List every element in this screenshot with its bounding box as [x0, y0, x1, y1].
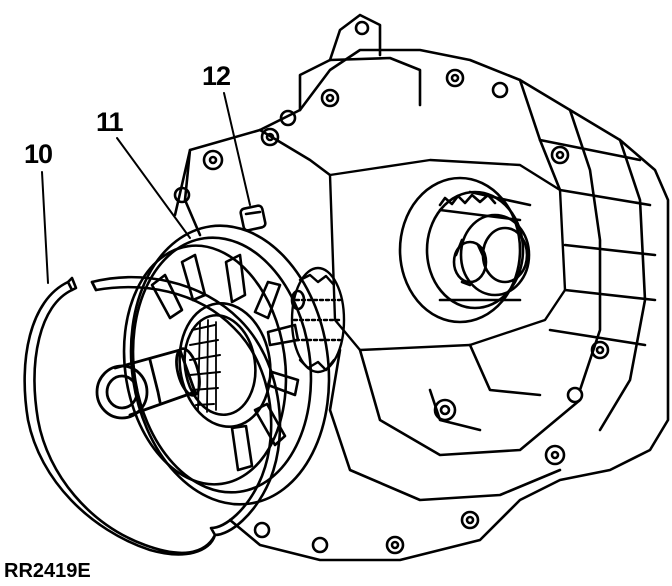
- leader-10: [41, 171, 49, 284]
- callout-label-10: 10: [24, 139, 53, 169]
- gearbox-housing: [173, 13, 670, 562]
- leader-lines: [41, 92, 251, 284]
- leader-11: [116, 137, 191, 239]
- carrier-plate-part-11: [122, 224, 331, 506]
- seal-part-12: [239, 204, 267, 232]
- callout-label-11: 11: [96, 107, 124, 137]
- output-hub: [95, 347, 201, 420]
- gear-pack: [290, 266, 346, 374]
- leader-12: [223, 92, 251, 206]
- callout-label-12: 12: [202, 61, 231, 91]
- circlip-part-10: [23, 276, 282, 556]
- figure-reference-code: RR2419E: [4, 560, 91, 582]
